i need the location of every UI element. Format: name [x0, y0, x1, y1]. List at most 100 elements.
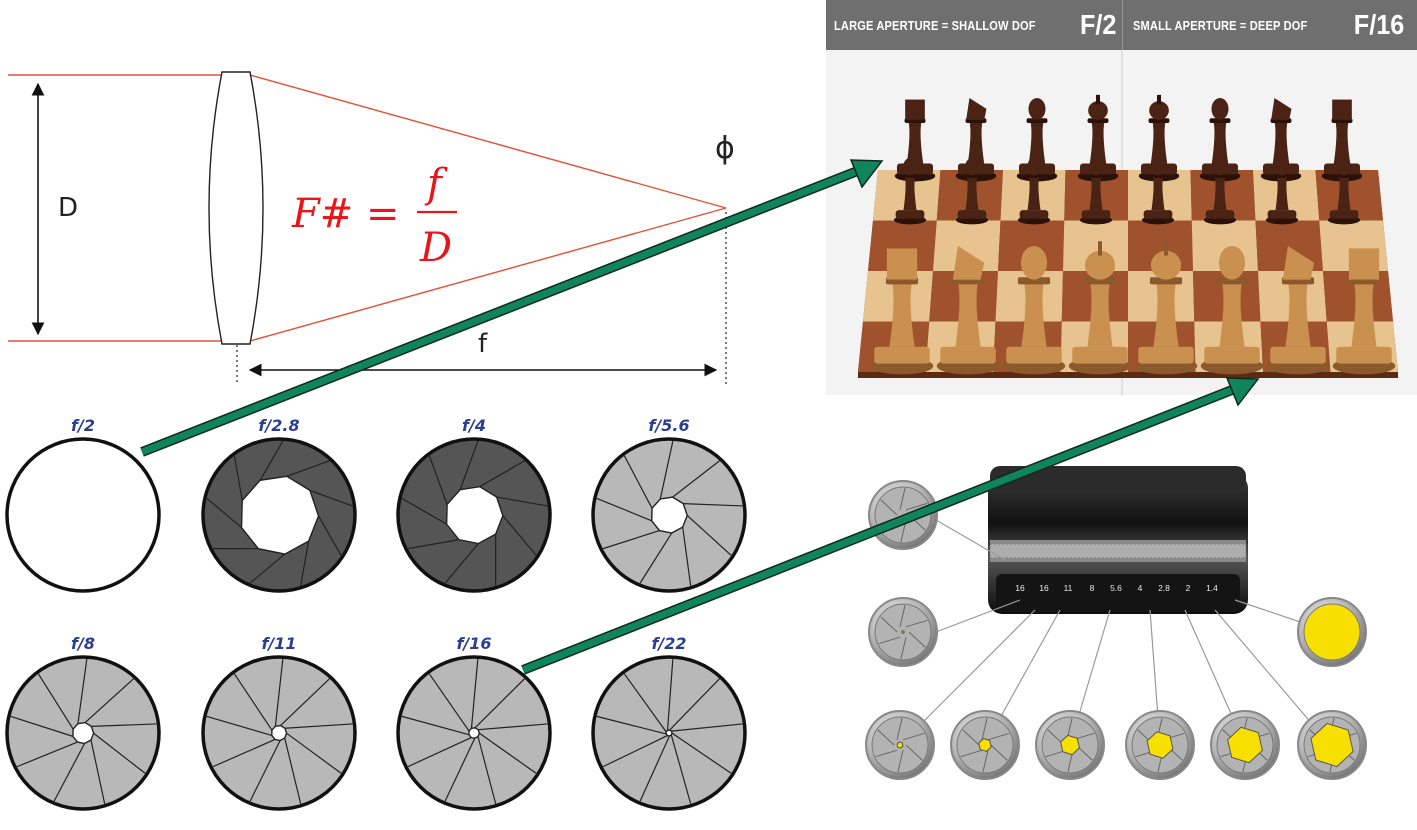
chess-piece: [1327, 158, 1361, 225]
focal-point-symbol: ϕ: [715, 131, 735, 166]
aperture-blade-edge: [459, 440, 479, 490]
lens-barrel: [988, 466, 1248, 614]
aperture-f-8: f/8: [5, 634, 161, 811]
aperture-blade-edge: [683, 503, 743, 507]
aperture-blade-edge: [274, 659, 284, 727]
aperture-blade-edge: [407, 539, 460, 550]
aperture-label: f/16: [456, 634, 491, 653]
aperture-blade-edge: [53, 743, 86, 802]
lens-ring-number: 5.6: [1110, 583, 1122, 593]
aperture-blade-edge: [639, 532, 673, 584]
aperture-blade-edge: [470, 659, 479, 729]
focal-length-label: f: [478, 329, 488, 359]
aperture-grid: f/2 f/2.8 f/4 f/5.6 f/8 f/11 f/16 f/22: [5, 416, 747, 811]
aperture-f-16: f/16: [396, 634, 552, 811]
aperture-blade-edge: [602, 735, 668, 768]
aperture-disc: [5, 437, 161, 593]
chess-piece: [870, 248, 934, 375]
formula-numerator: f: [424, 161, 448, 207]
aperture-blade-edge: [602, 529, 660, 550]
lens-ring-number: 16: [1015, 583, 1025, 593]
aperture-blade-edge: [669, 678, 720, 731]
chessboard-square: [998, 220, 1065, 271]
banner-left-text: LARGE APERTURE = SHALLOW DOF: [834, 17, 1036, 33]
aperture-label: f/22: [651, 634, 686, 653]
aperture-blade-edge: [666, 659, 674, 731]
thin-lens-diagram: D f ϕ F# = f D: [8, 71, 735, 385]
chess-piece: [1016, 98, 1058, 182]
aperture-blade-edge: [249, 553, 286, 584]
chess-piece: [1141, 158, 1175, 225]
green-arrow-f16-head: [1225, 377, 1260, 407]
aperture-label: f/2.8: [258, 416, 299, 435]
aperture-opening: [665, 729, 673, 737]
aperture-blade-edge: [233, 455, 243, 501]
lens-callout-line: [935, 519, 1006, 561]
banner-left-fstop: F/2: [1080, 9, 1117, 40]
chess-pieces: [870, 94, 1396, 375]
aperture-blade-edge: [672, 460, 720, 498]
aperture-blade-edge: [16, 741, 78, 768]
aperture-blade-edge: [444, 738, 476, 802]
lens-ring-number: 16: [1039, 583, 1049, 593]
mini-aperture-6: [1297, 710, 1367, 780]
aperture-blade-edge: [474, 678, 525, 729]
chessboard-square: [933, 220, 1001, 271]
green-arrow-f16: [521, 377, 1260, 675]
lens-barrel-top: [990, 466, 1246, 490]
aperture-label: f/11: [261, 634, 296, 653]
aperture-blade-edge: [212, 738, 276, 768]
lens-ring-number: 11: [1064, 583, 1073, 593]
aperture-blade-edge: [300, 541, 310, 586]
aperture-blade-edge: [478, 723, 548, 731]
aperture-blade-edge: [280, 678, 330, 726]
mini-aperture-2: [950, 710, 1020, 780]
mini-aperture-5: [1210, 710, 1280, 780]
aperture-blade-edge: [284, 737, 302, 804]
aperture-blade-edge: [84, 678, 134, 724]
aperture-f-11: f/11: [201, 634, 357, 811]
aperture-blade-edge: [91, 723, 157, 727]
aperture-opening: [651, 496, 688, 534]
chess-piece: [1332, 248, 1396, 375]
lens-knurling: [989, 543, 1247, 559]
aperture-label: f/2: [71, 416, 95, 435]
chess-piece: [955, 158, 989, 225]
chess-banner: LARGE APERTURE = SHALLOW DOF F/2 SMALL A…: [826, 0, 1417, 50]
chess-piece: [1068, 241, 1132, 375]
chess-piece: [893, 158, 927, 225]
aperture-opening: [72, 721, 95, 745]
aperture-blade-edge: [682, 526, 692, 586]
aperture-f-2_8: f/2.8: [201, 416, 357, 593]
aperture-blade-edge: [401, 497, 447, 525]
aperture-blade-edge: [286, 732, 342, 774]
aperture-blade-edge: [686, 515, 732, 556]
aperture-f-5_6: f/5.6: [591, 416, 747, 593]
lens-ring-number: 2: [1186, 583, 1191, 593]
lens-aperture-ring: [996, 574, 1240, 612]
aperture-blade-edge: [477, 736, 497, 804]
aperture-label: f/4: [462, 416, 486, 435]
aperture-label: D: [58, 193, 78, 223]
mini-aperture-4: [1125, 710, 1195, 780]
formula-lhs: F# =: [291, 191, 400, 237]
aperture-blade-edge: [259, 440, 284, 481]
aperture-label: f/8: [71, 634, 95, 653]
aperture-blade-edge: [309, 489, 353, 507]
lens-callout-line: [935, 599, 1021, 633]
aperture-blade-edge: [596, 497, 652, 522]
aperture-blade-edge: [596, 715, 667, 735]
aperture-label: f/5.6: [648, 416, 689, 435]
aperture-blade-edge: [401, 715, 470, 736]
aperture-blade-edge: [233, 673, 273, 731]
banner-left: LARGE APERTURE = SHALLOW DOF F/2: [826, 0, 1123, 50]
chess-piece: [1079, 158, 1113, 225]
aperture-f-4: f/4: [396, 416, 552, 593]
aperture-blade-edge: [206, 497, 242, 529]
chessboard-square: [868, 220, 937, 271]
lens-ring-number: 8: [1090, 583, 1095, 593]
mini-aperture-3: [1035, 710, 1105, 780]
banner-right-fstop: F/16: [1353, 9, 1405, 40]
ray-bottom-converging: [249, 207, 727, 342]
